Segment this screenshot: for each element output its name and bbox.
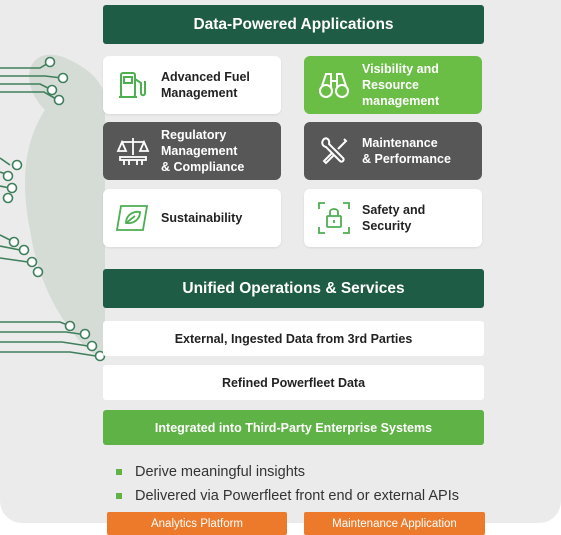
fuel-pump-icon bbox=[115, 67, 151, 103]
bullet-marker bbox=[116, 493, 122, 499]
tile-label: Safety and Security bbox=[362, 203, 426, 233]
data-powered-applications-header: Data-Powered Applications bbox=[103, 5, 484, 44]
layer-external-ingested-data: External, Ingested Data from 3rd Parties bbox=[103, 321, 484, 356]
padlock-icon bbox=[316, 200, 352, 236]
layer-refined-powerfleet-data: Refined Powerfleet Data bbox=[103, 365, 484, 400]
unified-operations-header: Unified Operations & Services bbox=[103, 269, 484, 308]
layer-label: Integrated into Third-Party Enterprise S… bbox=[154, 420, 433, 435]
layer-label: External, Ingested Data from 3rd Parties bbox=[174, 331, 413, 346]
tile-visibility-resource-management: Visibility and Resource management bbox=[304, 56, 482, 114]
binoculars-icon bbox=[316, 67, 352, 103]
tile-maintenance-performance: Maintenance & Performance bbox=[304, 122, 482, 180]
bullet-marker bbox=[116, 469, 122, 475]
layer-integrated-enterprise-systems: Integrated into Third-Party Enterprise S… bbox=[103, 410, 484, 445]
tile-label: Visibility and Resource management bbox=[362, 62, 440, 108]
analytics-platform-button[interactable]: Analytics Platform bbox=[107, 512, 287, 535]
bullet-item: Derive meaningful insights bbox=[116, 460, 536, 484]
bullet-item: Delivered via Powerfleet front end or ex… bbox=[116, 484, 536, 508]
unified-title: Unified Operations & Services bbox=[182, 279, 405, 297]
bullet-text: Delivered via Powerfleet front end or ex… bbox=[135, 488, 459, 504]
button-label: Analytics Platform bbox=[150, 517, 244, 530]
tile-advanced-fuel-management: Advanced Fuel Management bbox=[103, 56, 281, 114]
button-label: Maintenance Application bbox=[332, 517, 457, 530]
tile-regulatory-management-compliance: Regulatory Management & Compliance bbox=[103, 122, 281, 180]
header-title: Data-Powered Applications bbox=[193, 15, 394, 33]
tile-label: Maintenance & Performance bbox=[362, 136, 451, 166]
tile-sustainability: Sustainability bbox=[103, 189, 281, 247]
scales-icon bbox=[115, 133, 151, 169]
bullet-list: Derive meaningful insights Delivered via… bbox=[116, 460, 536, 508]
maintenance-application-button[interactable]: Maintenance Application bbox=[304, 512, 485, 535]
leaf-icon bbox=[115, 200, 151, 236]
wrench-screwdriver-icon bbox=[316, 133, 352, 169]
tile-label: Regulatory Management & Compliance bbox=[161, 128, 245, 174]
tile-label: Advanced Fuel Management bbox=[161, 70, 250, 100]
tile-label: Sustainability bbox=[161, 211, 243, 225]
layer-label: Refined Powerfleet Data bbox=[221, 375, 366, 390]
tile-safety-security: Safety and Security bbox=[304, 189, 482, 247]
bullet-text: Derive meaningful insights bbox=[135, 464, 306, 480]
